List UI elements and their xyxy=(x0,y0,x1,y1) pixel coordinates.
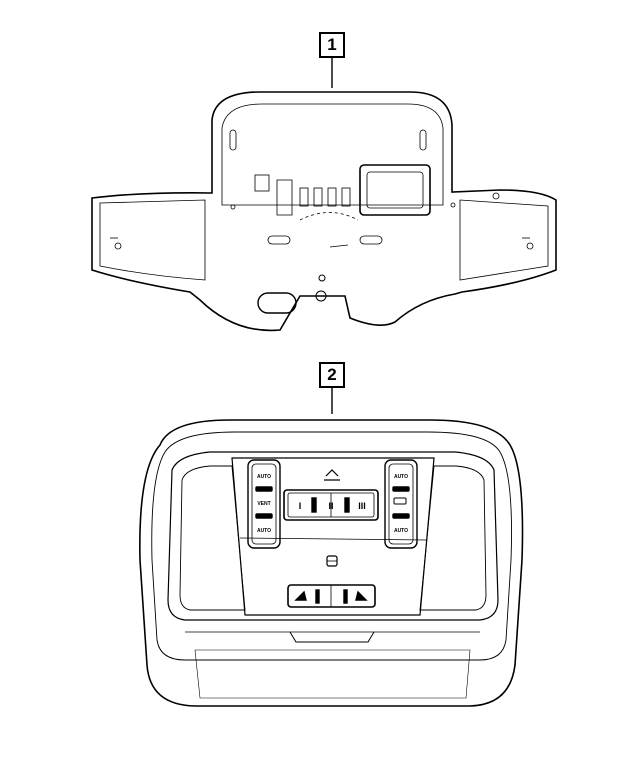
fan-speed-2-label: II xyxy=(328,501,333,511)
home-icon xyxy=(324,469,340,481)
callout-1: 1 xyxy=(319,32,345,58)
part-2-overhead-console xyxy=(139,419,524,707)
callout-2: 2 xyxy=(319,362,345,388)
map-light-right-icon xyxy=(355,590,368,601)
left-auto-top-label: AUTO xyxy=(257,474,271,480)
fan-speed-3-label: III xyxy=(358,501,366,511)
map-light-left-icon xyxy=(294,590,307,601)
left-switch-bank xyxy=(247,459,281,549)
left-vent-label: VENT xyxy=(257,501,270,507)
right-switch-bank xyxy=(384,459,418,549)
fan-speed-1-label: I xyxy=(299,501,302,511)
left-auto-bottom-label: AUTO xyxy=(257,528,271,534)
right-auto-bottom-label: AUTO xyxy=(394,528,408,534)
part-1-bracket xyxy=(91,91,557,332)
right-auto-top-label: AUTO xyxy=(394,474,408,480)
